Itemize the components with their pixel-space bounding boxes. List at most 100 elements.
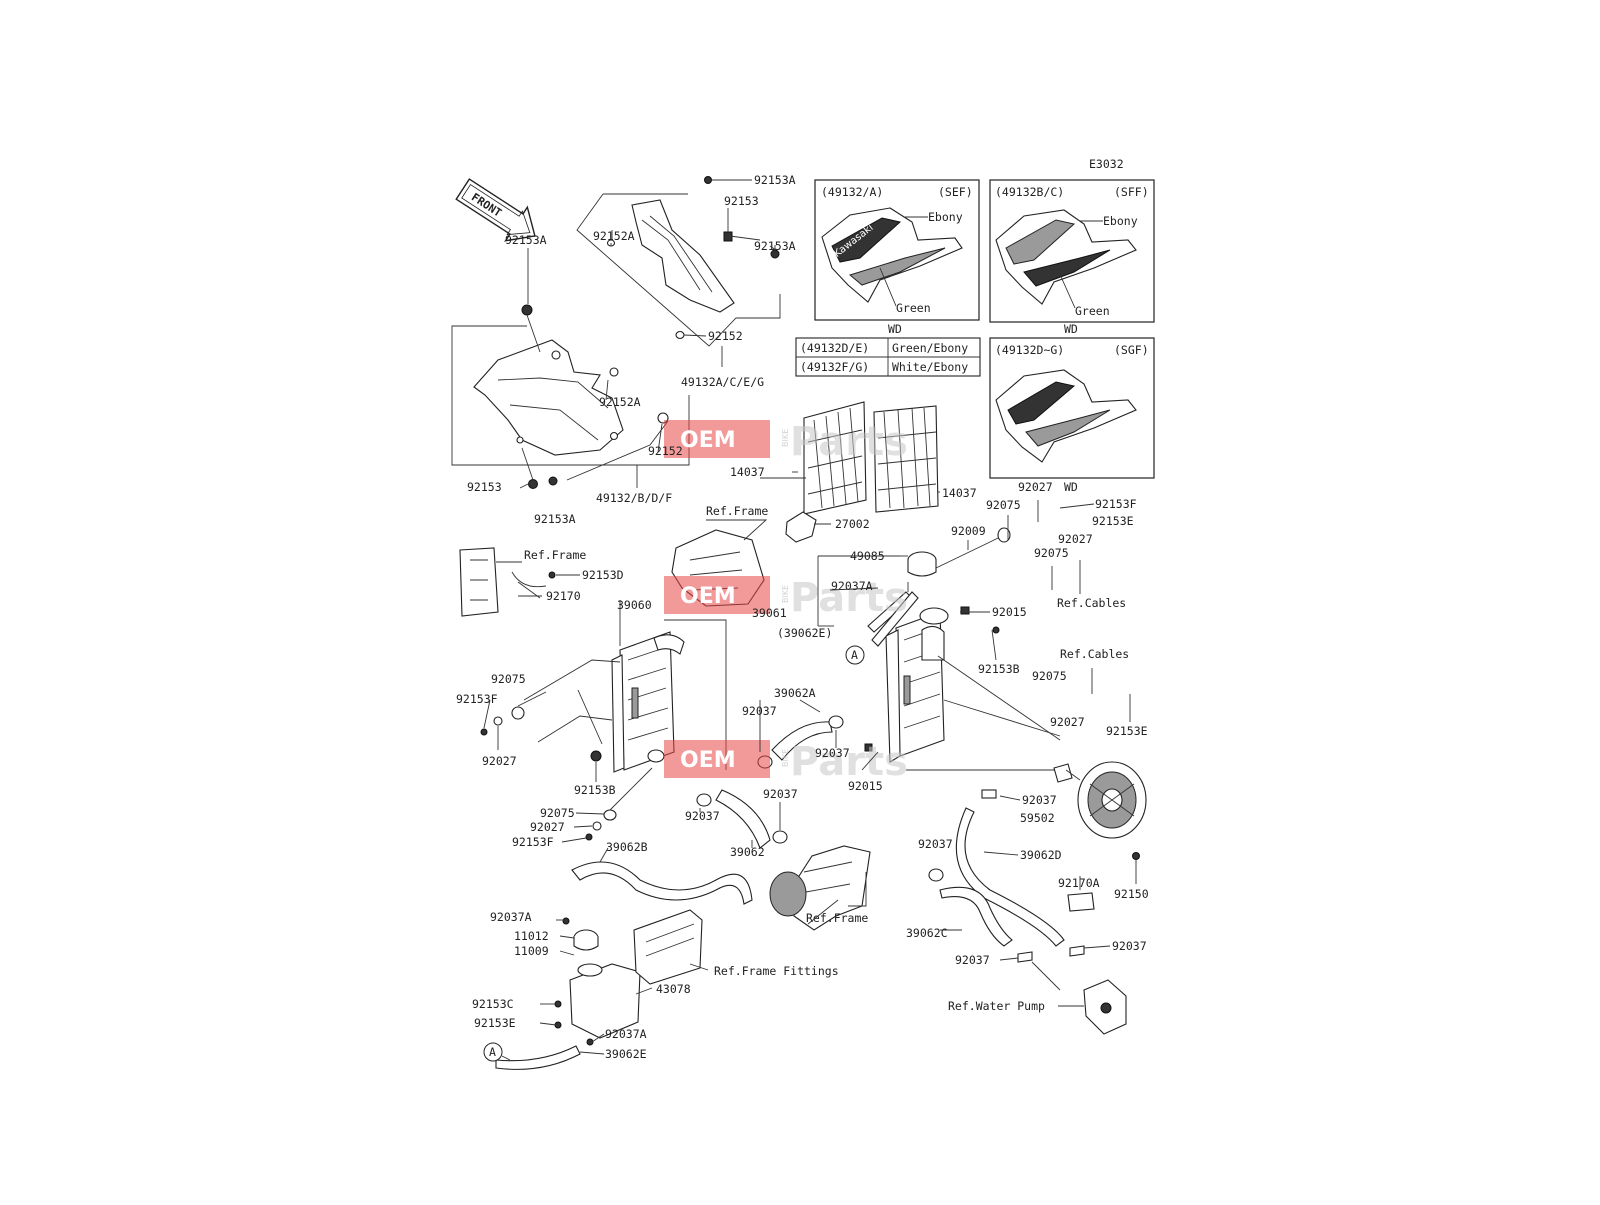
- label-92153E-b: 92153E: [1092, 514, 1134, 528]
- label-92153A-c: 92153A: [505, 233, 547, 247]
- label-92075-e: 92075: [1032, 669, 1067, 683]
- label-92153A-b: 92153A: [754, 239, 796, 253]
- label-92152-b: 92152: [648, 444, 683, 458]
- color-table-color-2: White/Ebony: [892, 360, 968, 374]
- label-ref-frame-a: Ref.Frame: [706, 504, 768, 518]
- label-92015-a: 92015: [992, 605, 1027, 619]
- label-49132BDF: 49132/B/D/F: [596, 491, 672, 505]
- label-49132ACEG: 49132A/C/E/G: [681, 375, 764, 389]
- watermark-parts-2: Parts: [790, 575, 908, 621]
- variant-sef-color-2: Green: [896, 301, 931, 315]
- label-92027-e: 92027: [1050, 715, 1085, 729]
- radiator-right: [817, 527, 1061, 771]
- watermark-parts-3: Parts: [790, 739, 908, 785]
- label-92037-b: 92037: [815, 746, 850, 760]
- label-92015-b: 92015: [848, 779, 883, 793]
- label-39060: 39060: [617, 598, 652, 612]
- color-table-color-1: Green/Ebony: [892, 341, 968, 355]
- label-92037A-b: 92037A: [605, 1027, 647, 1041]
- label-92153C: 92153C: [472, 997, 514, 1011]
- variant-sff-box: (49132B/C) (SFF) Ebony Green WD: [989, 179, 1155, 336]
- label-92153A-top: 92153A: [754, 173, 796, 187]
- label-92153B-a: 92153B: [574, 783, 616, 797]
- label-92037-h: 92037: [1112, 939, 1147, 953]
- label-39062E-a: 39062E: [605, 1047, 647, 1061]
- label-92152A-a: 92152A: [593, 229, 635, 243]
- color-table-part-2: (49132F/G): [800, 360, 869, 374]
- watermark-bike-3: BIKE: [781, 749, 790, 767]
- label-92075-b: 92075: [540, 806, 575, 820]
- label-92027-c: 92027: [1018, 480, 1053, 494]
- color-table-part-1: (49132D/E): [800, 341, 869, 355]
- watermark-3: OEM BIKE Parts: [664, 739, 908, 785]
- label-92027-b: 92027: [530, 820, 565, 834]
- radiator-left: [480, 600, 727, 841]
- label-92153-top: 92153: [724, 194, 759, 208]
- label-43078: 43078: [656, 982, 691, 996]
- label-ref-frame-fittings: Ref.Frame Fittings: [714, 964, 839, 978]
- label-92170: 92170: [546, 589, 581, 603]
- watermark-parts-1: Parts: [790, 419, 908, 465]
- variant-sef-box: (49132/A) (SEF) Kawasaki Ebony Green WD: [814, 179, 980, 336]
- circle-a-bottom: A: [489, 1045, 496, 1059]
- label-59502: 59502: [1020, 811, 1055, 825]
- circle-a-top: A: [851, 648, 858, 662]
- label-39062A: 39062A: [774, 686, 816, 700]
- variant-sff-color-1: Ebony: [1103, 214, 1138, 228]
- radiator-guard-right: [873, 405, 940, 513]
- watermark-oem-2: OEM: [680, 584, 736, 609]
- label-39061: 39061: [752, 606, 787, 620]
- label-92027-d: 92027: [1058, 532, 1093, 546]
- label-92153B-b: 92153B: [978, 662, 1020, 676]
- label-11009: 11009: [514, 944, 549, 958]
- part-labels: 92153A 92153 92152A 92153A 92152 49132A/…: [456, 173, 1149, 1061]
- label-92037A-c: 92037A: [831, 579, 873, 593]
- side-bracket: [459, 547, 580, 617]
- variant-sef-wd: WD: [888, 322, 902, 336]
- label-ref-frame-b: Ref.Frame: [524, 548, 586, 562]
- label-14037-b: 14037: [942, 486, 977, 500]
- label-92037A-a: 92037A: [490, 910, 532, 924]
- label-ref-cables-b: Ref.Cables: [1060, 647, 1129, 661]
- reserve-tank: [554, 909, 703, 1046]
- label-92027-a: 92027: [482, 754, 517, 768]
- label-92075-d: 92075: [1034, 546, 1069, 560]
- label-ref-frame-c: Ref.Frame: [806, 911, 868, 925]
- label-92153E-a: 92153E: [474, 1016, 516, 1030]
- variant-sef-color-1: Ebony: [928, 210, 963, 224]
- variant-sff-part: (49132B/C): [995, 185, 1064, 199]
- variant-sff-color-2: Green: [1075, 304, 1110, 318]
- label-14037-a: 14037: [730, 465, 765, 479]
- label-11012: 11012: [514, 929, 549, 943]
- variant-sef-code: (SEF): [938, 185, 973, 199]
- leader-lines: [483, 230, 1137, 1061]
- variant-sgf-code: (SGF): [1114, 343, 1149, 357]
- watermark-bike-1: BIKE: [781, 429, 790, 447]
- shroud-outer-group: [451, 304, 690, 489]
- label-92075-c: 92075: [986, 498, 1021, 512]
- variant-sff-code: (SFF): [1114, 185, 1149, 199]
- label-92153F-b: 92153F: [512, 835, 554, 849]
- watermark-bike-2: BIKE: [781, 585, 790, 603]
- label-92152A-b: 92152A: [599, 395, 641, 409]
- watermark-oem-1: OEM: [680, 428, 736, 453]
- label-92037-e: 92037: [1022, 793, 1057, 807]
- label-92075-a: 92075: [491, 672, 526, 686]
- frame-fittings: [769, 845, 871, 931]
- cooling-fan: [1053, 761, 1147, 860]
- watermark-2: OEM BIKE Parts: [664, 575, 908, 621]
- label-92153E-c: 92153E: [1106, 724, 1148, 738]
- label-27002: 27002: [835, 517, 870, 531]
- water-pump: [1031, 961, 1127, 1035]
- label-ref-water-pump: Ref.Water Pump: [948, 999, 1045, 1013]
- label-92152-a: 92152: [708, 329, 743, 343]
- label-92009: 92009: [951, 524, 986, 538]
- label-ref-cables-a: Ref.Cables: [1057, 596, 1126, 610]
- label-92037-g: 92037: [955, 953, 990, 967]
- label-49085: 49085: [850, 549, 885, 563]
- variant-sff-wd: WD: [1064, 322, 1078, 336]
- variant-sgf-wd: WD: [1064, 480, 1078, 494]
- label-92037-f: 92037: [918, 837, 953, 851]
